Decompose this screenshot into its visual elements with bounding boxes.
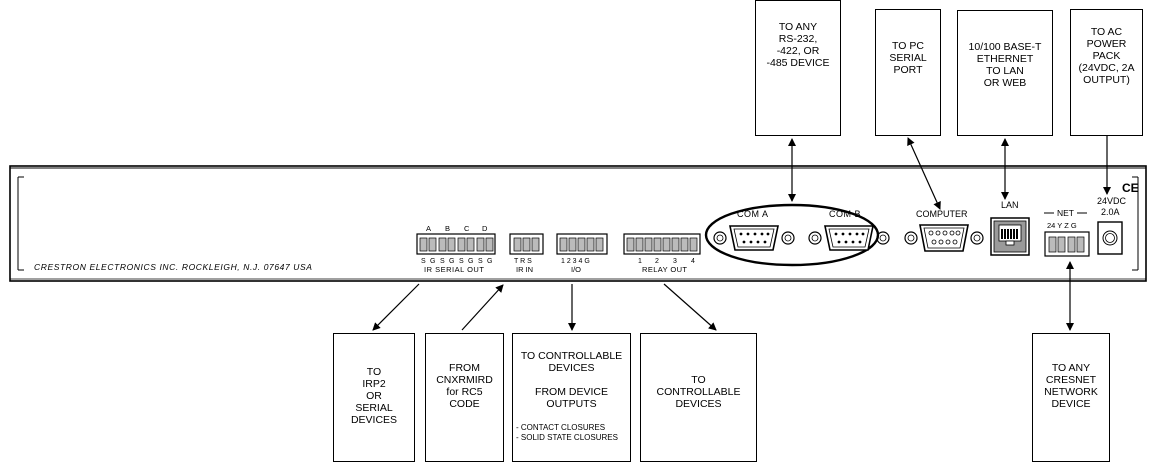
ir-serial-pin: S bbox=[440, 258, 445, 265]
lan-port: LAN bbox=[990, 200, 1030, 256]
com-ports-group: COM A COM B bbox=[704, 203, 890, 267]
com-a-port bbox=[713, 225, 795, 251]
io-connector: 1 2 3 4 G I/O bbox=[556, 233, 608, 274]
arrow-relay bbox=[663, 283, 717, 331]
arrow-irp2 bbox=[372, 283, 420, 331]
relay-pin: 3 bbox=[673, 258, 677, 265]
ir-serial-pin: S bbox=[421, 258, 426, 265]
callout-cnxrmird: FROM CNXRMIRD for RC5 CODE bbox=[425, 333, 504, 462]
connection-arrows bbox=[372, 136, 1111, 331]
com-a-label: COM A bbox=[737, 209, 769, 219]
callout-irp2-text: TO IRP2 OR SERIAL DEVICES bbox=[350, 366, 398, 426]
ir-serial-letter: B bbox=[445, 224, 450, 233]
ce-mark: CE bbox=[1122, 181, 1139, 195]
callout-cresnet-text: TO ANY CRESNET NETWORK DEVICE bbox=[1044, 362, 1098, 410]
net-pins: 24 Y Z G bbox=[1047, 221, 1077, 230]
ir-serial-pin: G bbox=[468, 258, 473, 265]
net-connector: NET 24 Y Z G bbox=[1044, 208, 1090, 257]
callout-ac-power: TO AC POWER PACK (24VDC, 2A OUTPUT) bbox=[1070, 9, 1143, 136]
relay-out-connector: 1 2 3 4 RELAY OUT bbox=[623, 233, 701, 274]
io-pins: 1 2 3 4 G bbox=[561, 258, 590, 265]
callout-pc-serial-text: TO PC SERIAL PORT bbox=[889, 40, 927, 76]
power-label-voltage: 24VDC bbox=[1097, 196, 1127, 206]
arrow-pc-serial bbox=[907, 137, 941, 210]
ir-serial-pin: G bbox=[430, 258, 435, 265]
ir-serial-pin: G bbox=[449, 258, 454, 265]
relay-label: RELAY OUT bbox=[642, 265, 687, 274]
callout-com-devices-text: TO ANY RS-232, -422, OR -485 DEVICE bbox=[766, 21, 830, 69]
ir-serial-pin: S bbox=[478, 258, 483, 265]
callout-cresnet: TO ANY CRESNET NETWORK DEVICE bbox=[1032, 333, 1110, 462]
ir-serial-connector: A B C D S G S G S G bbox=[416, 224, 496, 274]
ir-serial-pin: S bbox=[459, 258, 464, 265]
ir-serial-letters: A B C D bbox=[426, 224, 488, 233]
ir-serial-letter: C bbox=[464, 224, 470, 233]
callout-ethernet: 10/100 BASE-T ETHERNET TO LAN OR WEB bbox=[957, 10, 1053, 136]
manufacturer-label: CRESTRON ELECTRONICS INC. ROCKLEIGH, N.J… bbox=[34, 262, 313, 272]
ir-serial-pin-labels: S G S G S G S G bbox=[421, 258, 492, 265]
callout-io-text: TO CONTROLLABLE DEVICES FROM DEVICE OUTP… bbox=[520, 350, 623, 410]
callout-pc-serial: TO PC SERIAL PORT bbox=[875, 9, 941, 136]
relay-pin: 4 bbox=[691, 258, 695, 265]
callout-com-devices: TO ANY RS-232, -422, OR -485 DEVICE bbox=[755, 0, 841, 136]
net-label: NET bbox=[1057, 208, 1074, 218]
callout-ac-power-text: TO AC POWER PACK (24VDC, 2A OUTPUT) bbox=[1078, 26, 1135, 86]
ir-serial-letter: D bbox=[482, 224, 488, 233]
lan-label: LAN bbox=[1001, 200, 1019, 210]
power-jack: 24VDC 2.0A bbox=[1097, 196, 1127, 255]
power-label-current: 2.0A bbox=[1101, 207, 1120, 217]
callout-relay-text: TO CONTROLLABLE DEVICES bbox=[656, 374, 741, 410]
relay-pin: 1 bbox=[638, 258, 642, 265]
callout-cnxrmird-text: FROM CNXRMIRD for RC5 CODE bbox=[436, 362, 493, 410]
callout-irp2: TO IRP2 OR SERIAL DEVICES bbox=[333, 333, 415, 462]
ir-serial-letter: A bbox=[426, 224, 431, 233]
relay-pin: 2 bbox=[655, 258, 659, 265]
callout-relay: TO CONTROLLABLE DEVICES bbox=[640, 333, 757, 462]
com-b-label: COM B bbox=[829, 209, 861, 219]
chassis-outline bbox=[9, 165, 1147, 282]
ir-serial-pin-slots bbox=[419, 237, 494, 252]
callout-io: TO CONTROLLABLE DEVICES FROM DEVICE OUTP… bbox=[512, 333, 631, 462]
io-label: I/O bbox=[571, 265, 581, 274]
callout-ethernet-text: 10/100 BASE-T ETHERNET TO LAN OR WEB bbox=[968, 41, 1042, 89]
ir-serial-pin: G bbox=[487, 258, 492, 265]
ir-in-pins: T R S bbox=[514, 258, 532, 265]
com-b-port bbox=[808, 225, 890, 251]
arrow-cnxrmird bbox=[461, 284, 504, 331]
ir-in-connector: T R S IR IN bbox=[509, 233, 544, 274]
computer-port: COMPUTER bbox=[904, 209, 984, 252]
callout-io-subtext: - CONTACT CLOSURES - SOLID STATE CLOSURE… bbox=[516, 423, 618, 442]
ir-in-label: IR IN bbox=[516, 265, 533, 274]
computer-label: COMPUTER bbox=[916, 209, 968, 219]
ir-serial-label: IR SERIAL OUT bbox=[424, 265, 484, 274]
